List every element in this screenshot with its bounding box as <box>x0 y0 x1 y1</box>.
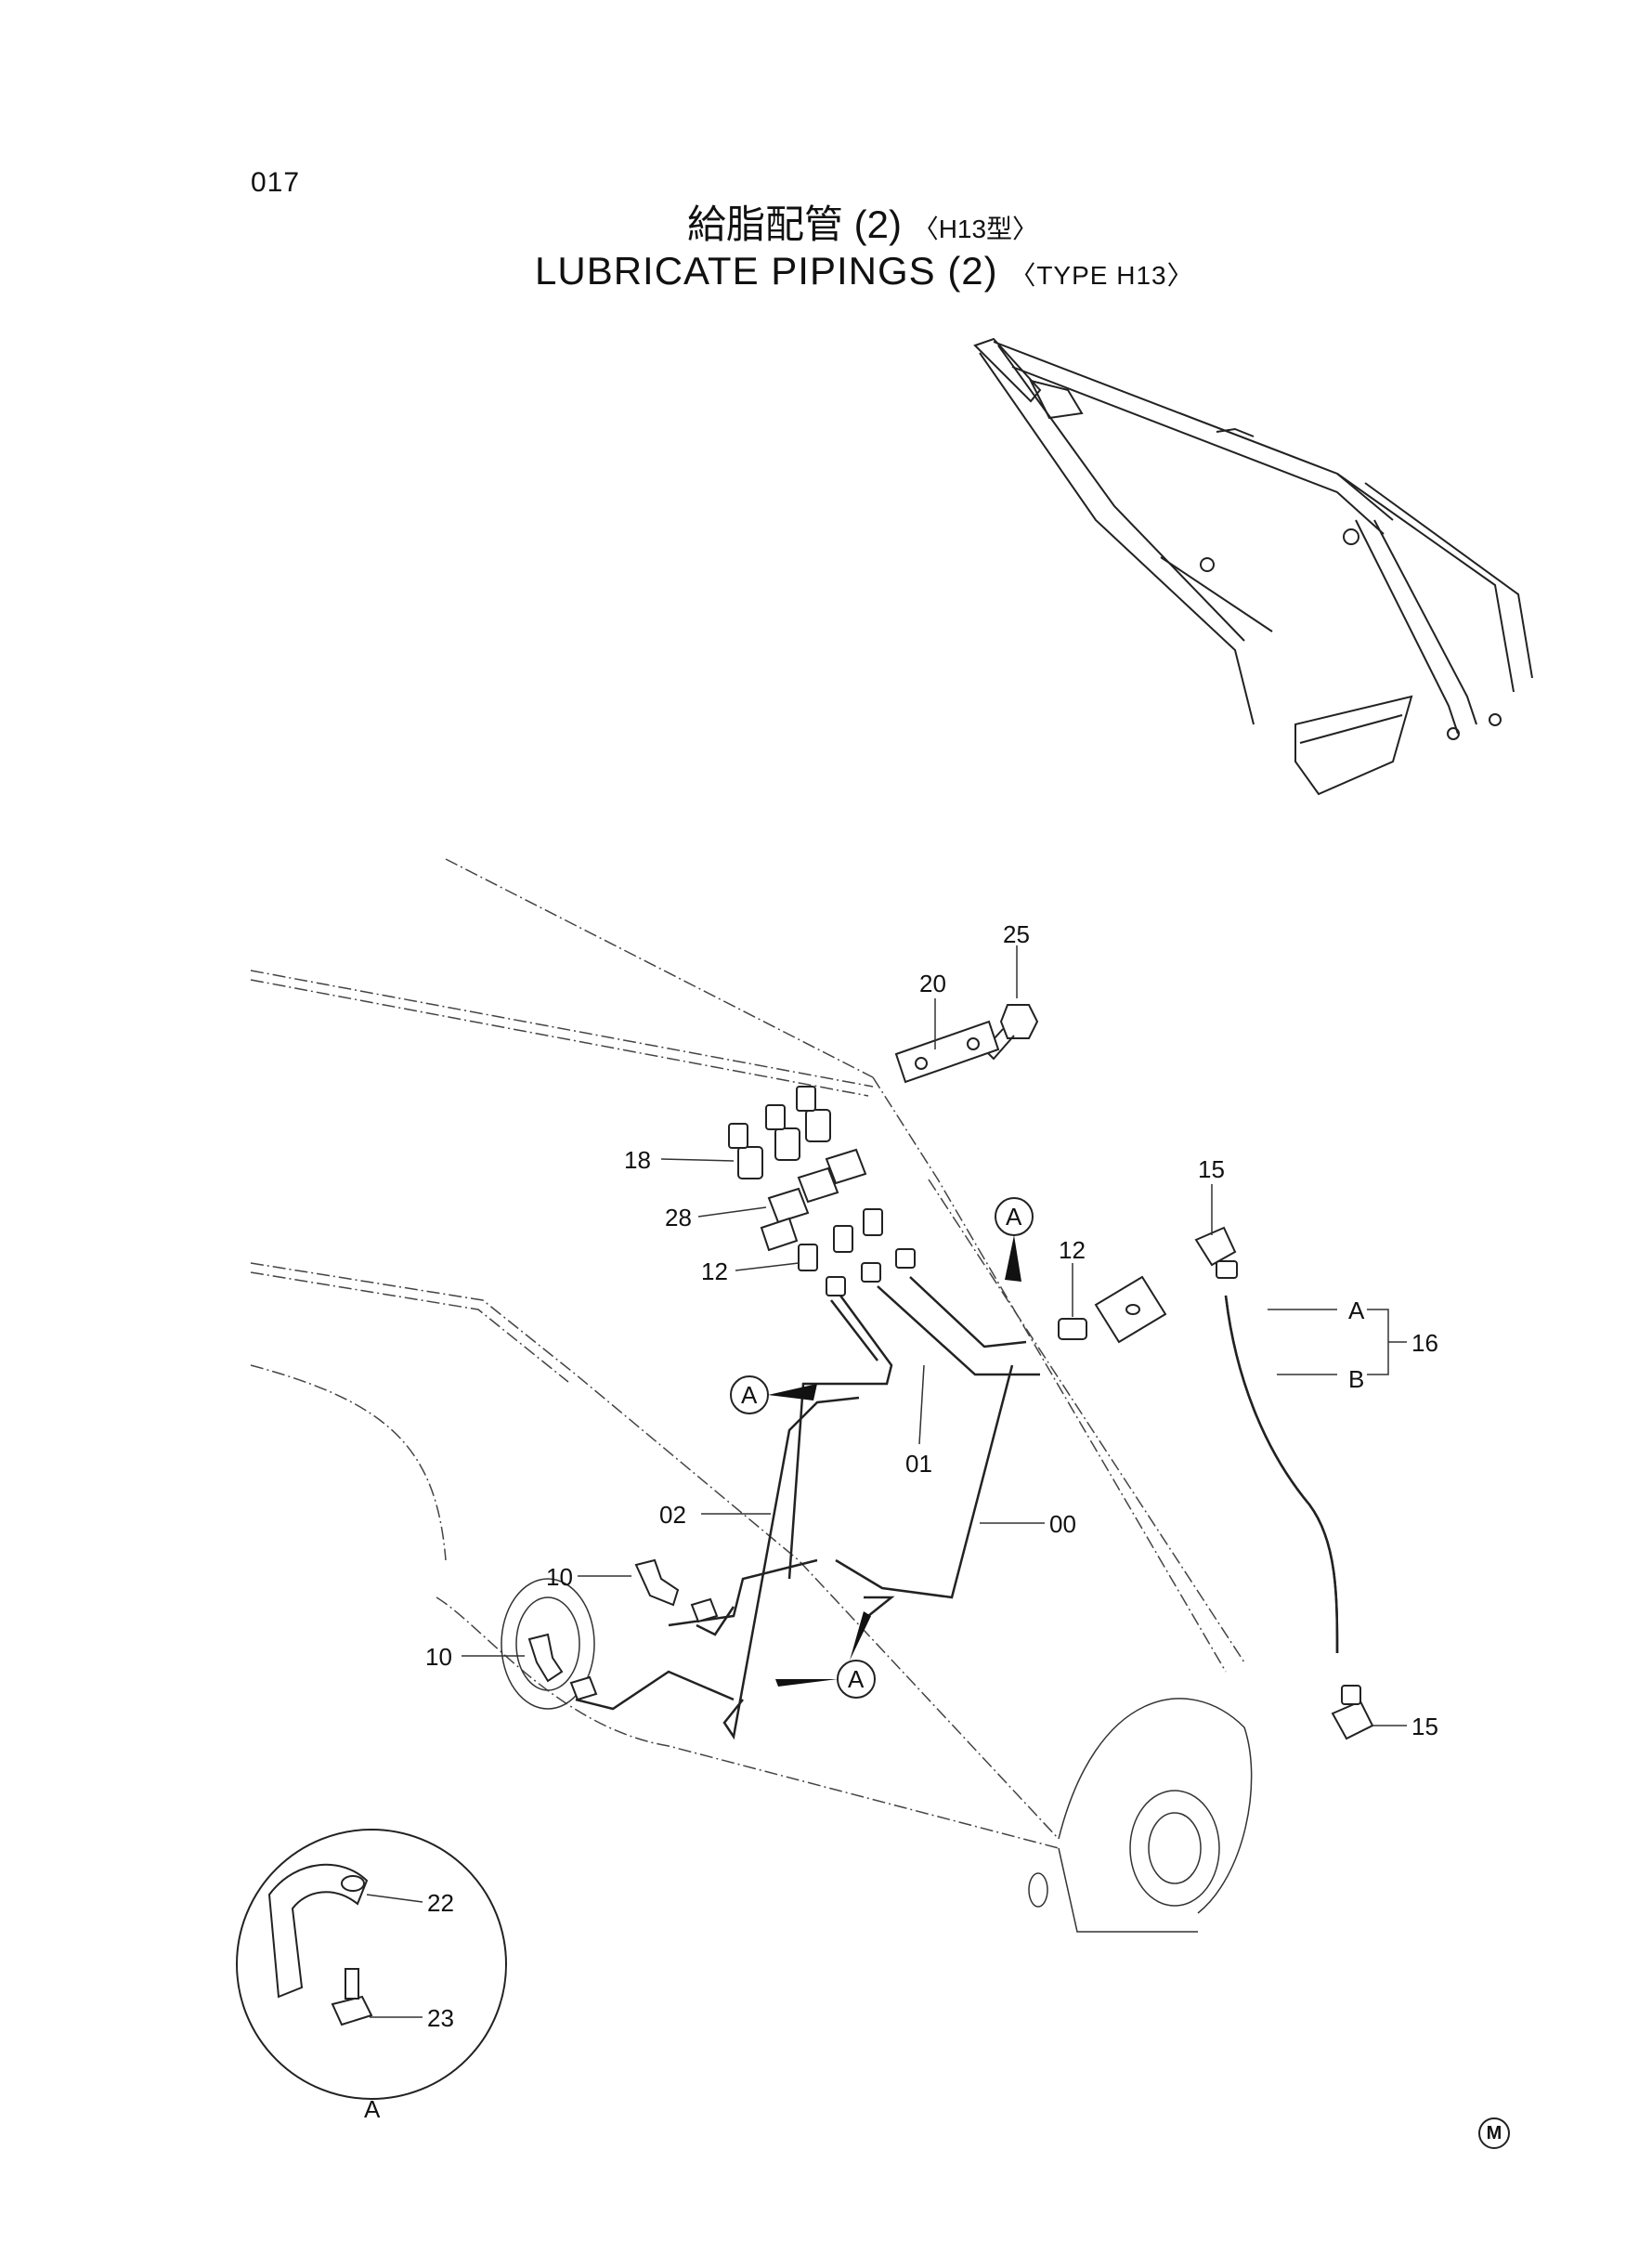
callout-20: 20 <box>919 970 946 997</box>
callout-hose-a: A <box>1348 1296 1365 1324</box>
title-en-text: LUBRICATE PIPINGS (2) <box>535 249 998 293</box>
callout-23: 23 <box>427 2004 454 2032</box>
callout-15-top: 15 <box>1198 1155 1225 1183</box>
detail-a-label: A <box>364 2095 381 2123</box>
title-jp-text: 給脂配管 (2) <box>687 202 903 246</box>
callout-25: 25 <box>1003 920 1030 948</box>
overview-excavator-illustration <box>973 337 1533 796</box>
fitting-block-right <box>1094 1275 1167 1344</box>
title-en-type: 〈TYPE H13〉 <box>1009 261 1194 290</box>
callout-10-lower: 10 <box>425 1643 452 1671</box>
fitting-parts <box>527 1004 1374 1740</box>
blocks-28 <box>760 1148 867 1252</box>
callout-22: 22 <box>427 1889 454 1917</box>
reference-a-lower: A <box>848 1665 865 1693</box>
elbow-15-bottom <box>1331 1685 1374 1740</box>
title-english: LUBRICATE PIPINGS (2) 〈TYPE H13〉 <box>535 249 1194 293</box>
page-number: 017 <box>251 167 301 198</box>
callout-15-bottom: 15 <box>1411 1713 1438 1740</box>
callout-28: 28 <box>665 1204 692 1231</box>
callout-16: 16 <box>1411 1329 1438 1357</box>
reference-a-upper: A <box>1006 1203 1022 1231</box>
callout-10-upper: 10 <box>546 1563 573 1591</box>
callout-18: 18 <box>624 1146 651 1174</box>
elbow-15-top <box>1194 1226 1238 1279</box>
boom-outline <box>250 858 1253 1933</box>
reference-a-left: A <box>741 1381 758 1409</box>
callout-12-right: 12 <box>1059 1236 1086 1264</box>
plate-20 <box>894 1020 1000 1084</box>
adapters-12 <box>798 1208 1087 1340</box>
grease-pipes <box>575 1276 1040 1740</box>
callout-02: 02 <box>659 1501 686 1529</box>
title-japanese: 給脂配管 (2) 〈H13型〉 <box>687 193 1038 250</box>
callout-hose-b: B <box>1348 1365 1364 1393</box>
callout-00: 00 <box>1049 1510 1076 1538</box>
bolt-25 <box>982 1004 1039 1061</box>
elbows-10 <box>527 1558 719 1701</box>
hose-16 <box>1224 1295 1339 1654</box>
detail-a-view <box>236 1829 507 2100</box>
callout-labels: 25 20 18 28 12 12 15 15 A B 16 01 02 00 … <box>364 920 1438 2123</box>
callout-12-left: 12 <box>701 1257 728 1285</box>
grease-fittings-18 <box>728 1086 831 1179</box>
title-jp-type: 〈H13型〉 <box>912 215 1039 243</box>
callout-01: 01 <box>905 1450 932 1478</box>
m-mark-symbol: M <box>1478 2117 1510 2149</box>
